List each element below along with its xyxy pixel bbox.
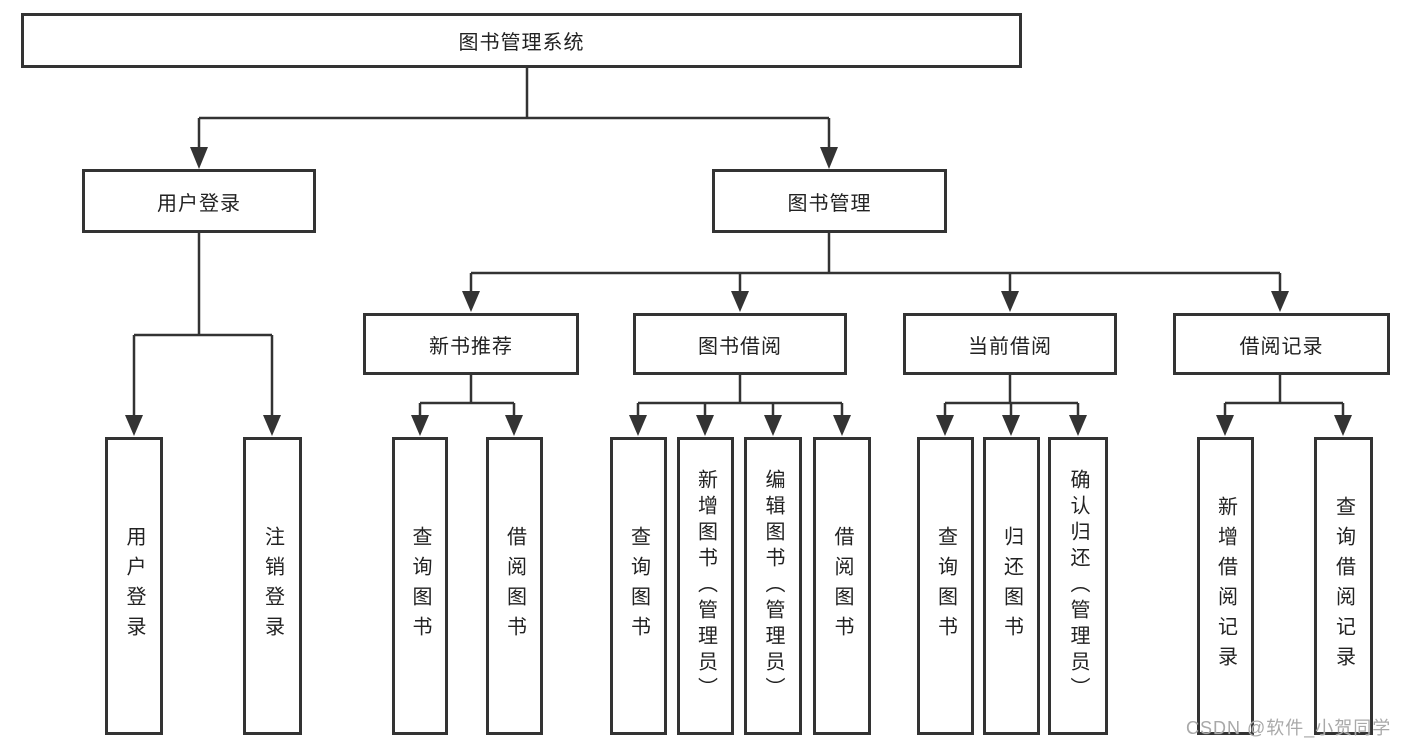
leaf-add-books-admin: 新增图书（管理员）: [677, 437, 734, 735]
leaf-query-books-recommend: 查询图书: [392, 437, 448, 735]
node-book-management-group: 图书管理: [712, 169, 947, 233]
node-library-management-system: 图书管理系统: [21, 13, 1022, 68]
leaf-confirm-return-admin: 确认归还（管理员）: [1048, 437, 1108, 735]
watermark-text: CSDN @软件_小贺同学: [1186, 718, 1392, 738]
node-book-borrowing: 图书借阅: [633, 313, 847, 375]
leaf-borrow-books-recommend: 借阅图书: [486, 437, 543, 735]
leaf-add-borrow-record: 新增借阅记录: [1197, 437, 1254, 735]
node-current-borrowing: 当前借阅: [903, 313, 1117, 375]
leaf-query-borrow-record: 查询借阅记录: [1314, 437, 1373, 735]
node-user-login-group: 用户登录: [82, 169, 316, 233]
leaf-user-login: 用户登录: [105, 437, 163, 735]
node-new-book-recommend: 新书推荐: [363, 313, 579, 375]
leaf-logout: 注销登录: [243, 437, 302, 735]
leaf-query-books-borrow: 查询图书: [610, 437, 667, 735]
leaf-edit-books-admin: 编辑图书（管理员）: [744, 437, 802, 735]
node-borrowing-records: 借阅记录: [1173, 313, 1390, 375]
leaf-borrow-books: 借阅图书: [813, 437, 871, 735]
leaf-return-books: 归还图书: [983, 437, 1040, 735]
leaf-query-books-current: 查询图书: [917, 437, 974, 735]
